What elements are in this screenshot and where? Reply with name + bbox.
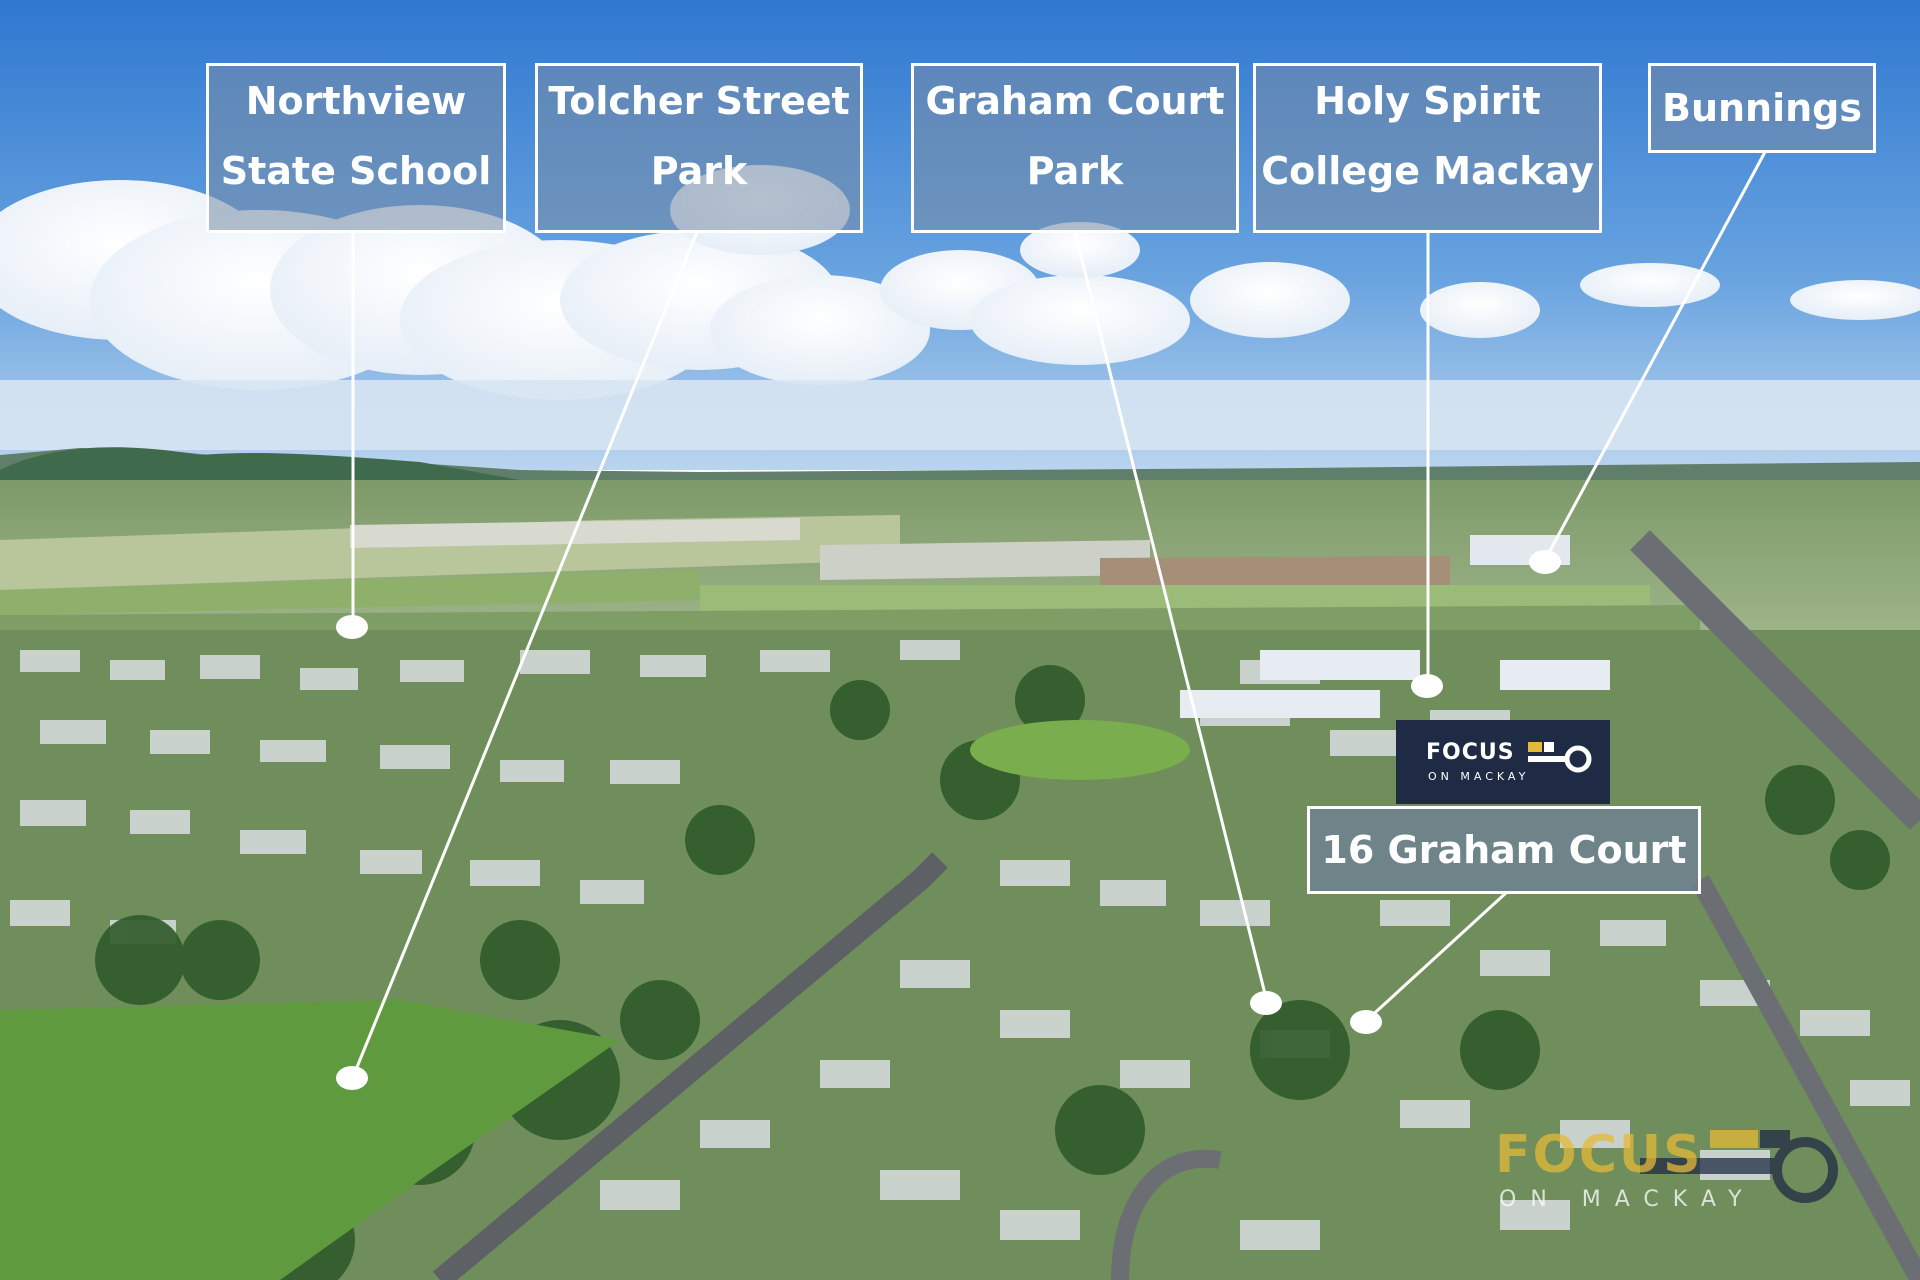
label-holy-spirit-college: Holy Spirit College Mackay [1253,63,1602,233]
label-line: 16 Graham Court [1321,828,1687,872]
label-tolcher-street-park: Tolcher Street Park [535,63,863,233]
marker-holy-spirit [1411,674,1443,698]
marker-property [1350,1010,1382,1034]
label-line: Holy Spirit [1314,79,1541,123]
graham-court-park [970,720,1190,780]
brand-tagline: ON MACKAY [1428,770,1530,783]
label-line: Graham Court [925,79,1225,123]
label-line: Northview [245,79,467,123]
marker-graham-park [1250,991,1282,1015]
label-property-address: 16 Graham Court [1307,806,1701,894]
label-line: State School [220,149,492,193]
label-line: Bunnings [1661,86,1863,130]
road-court [1111,1149,1222,1280]
label-line: Tolcher Street [548,79,850,123]
road-main [432,852,948,1280]
brand-name: FOCUS [1426,740,1515,765]
label-northview-state-school: Northview State School [206,63,506,233]
watermark-tagline: ON MACKAY [1499,1187,1756,1212]
location-markers [336,550,1561,1090]
marker-tolcher [336,1066,368,1090]
label-line: Park [1026,149,1124,193]
label-bunnings: Bunnings [1648,63,1876,153]
watermark-logo: FOCUS ON MACKAY [1495,1125,1855,1235]
marker-bunnings [1529,550,1561,574]
connector-lines [351,151,1767,1078]
park-field [0,1000,620,1280]
watermark-name: FOCUS [1495,1125,1703,1185]
key-icon [1528,742,1592,773]
label-line: College Mackay [1261,149,1594,193]
label-graham-court-park: Graham Court Park [911,63,1239,233]
watermark-key-icon [1640,1130,1838,1203]
brand-badge: FOCUS ON MACKAY [1396,720,1610,804]
road-highway [1630,530,1920,830]
hill-left [0,447,520,490]
marker-northview [336,615,368,639]
label-line: Park [650,149,748,193]
road-right [1691,875,1920,1280]
